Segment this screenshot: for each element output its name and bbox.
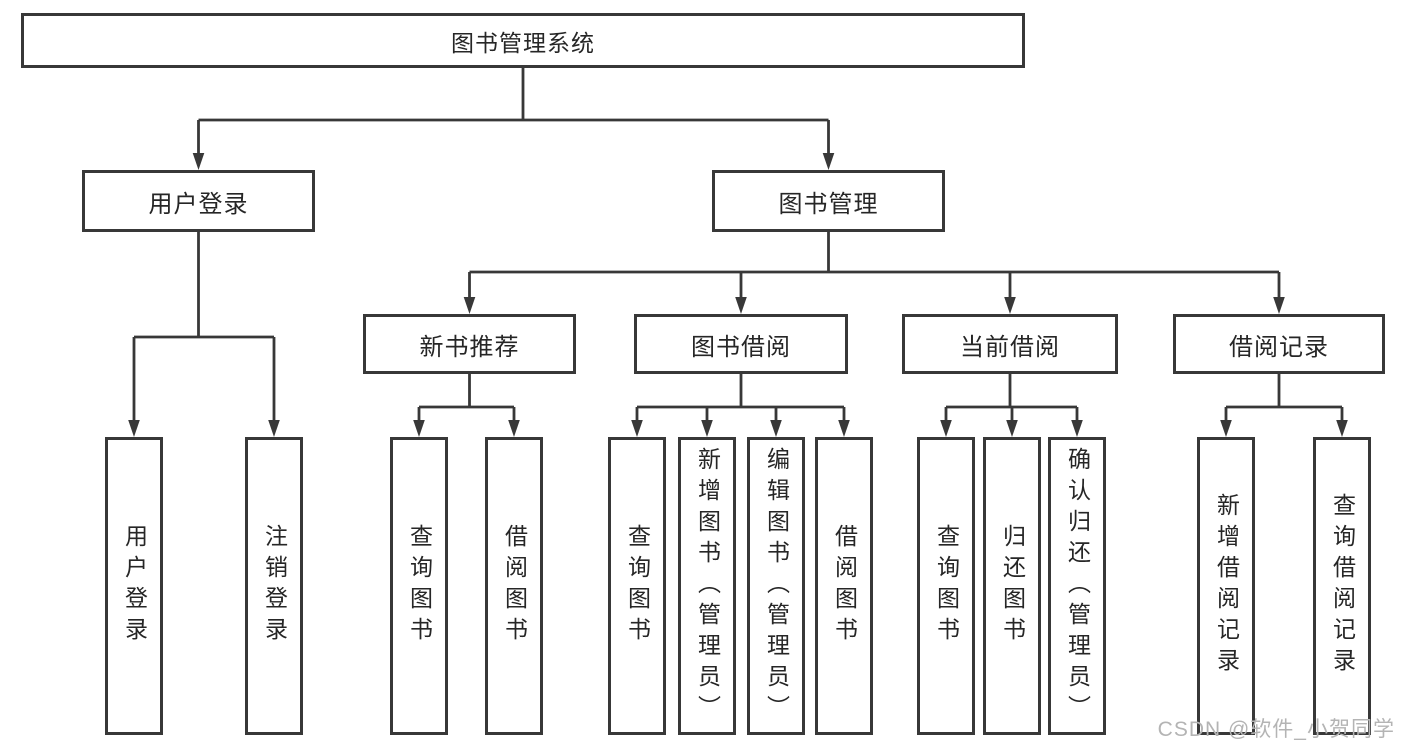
node-leaf-add-borrow-record: 新增借阅记录 — [1197, 437, 1255, 735]
leaf-label: 借阅图书 — [831, 524, 858, 648]
node-leaf-borrow-books-recommend: 借阅图书 — [485, 437, 543, 735]
leaf-label: 用户登录 — [121, 524, 148, 648]
node-borrow-records: 借阅记录 — [1173, 314, 1385, 374]
node-leaf-query-books-recommend: 查询图书 — [390, 437, 448, 735]
node-leaf-edit-book-admin: 编辑图书（管理员） — [747, 437, 805, 735]
leaf-label: 新增借阅记录 — [1213, 493, 1240, 679]
node-leaf-logout: 注销登录 — [245, 437, 303, 735]
leaf-label: 查询图书 — [406, 524, 433, 648]
leaf-label: 查询图书 — [624, 524, 651, 648]
node-leaf-user-login: 用户登录 — [105, 437, 163, 735]
node-leaf-return-books: 归还图书 — [983, 437, 1041, 735]
leaf-label: 编辑图书（管理员） — [763, 446, 790, 726]
leaf-label: 注销登录 — [261, 524, 288, 648]
node-leaf-query-borrow-record: 查询借阅记录 — [1313, 437, 1371, 735]
node-leaf-query-books-current: 查询图书 — [917, 437, 975, 735]
node-new-book-recommend: 新书推荐 — [363, 314, 576, 374]
leaf-label: 查询借阅记录 — [1329, 493, 1356, 679]
node-current-borrow: 当前借阅 — [902, 314, 1118, 374]
node-leaf-query-books-borrow: 查询图书 — [608, 437, 666, 735]
node-book-borrow: 图书借阅 — [634, 314, 848, 374]
node-user-login-branch: 用户登录 — [82, 170, 315, 232]
node-leaf-borrow-books: 借阅图书 — [815, 437, 873, 735]
leaf-label: 借阅图书 — [501, 524, 528, 648]
watermark: CSDN @软件_小贺同学 — [1157, 718, 1395, 741]
leaf-label: 确认归还（管理员） — [1064, 446, 1091, 726]
node-root: 图书管理系统 — [21, 13, 1025, 68]
leaf-label: 查询图书 — [933, 524, 960, 648]
node-leaf-add-book-admin: 新增图书（管理员） — [678, 437, 736, 735]
node-book-management: 图书管理 — [712, 170, 945, 232]
leaf-label: 新增图书（管理员） — [694, 446, 721, 726]
leaf-label: 归还图书 — [999, 524, 1026, 648]
node-leaf-confirm-return-admin: 确认归还（管理员） — [1048, 437, 1106, 735]
